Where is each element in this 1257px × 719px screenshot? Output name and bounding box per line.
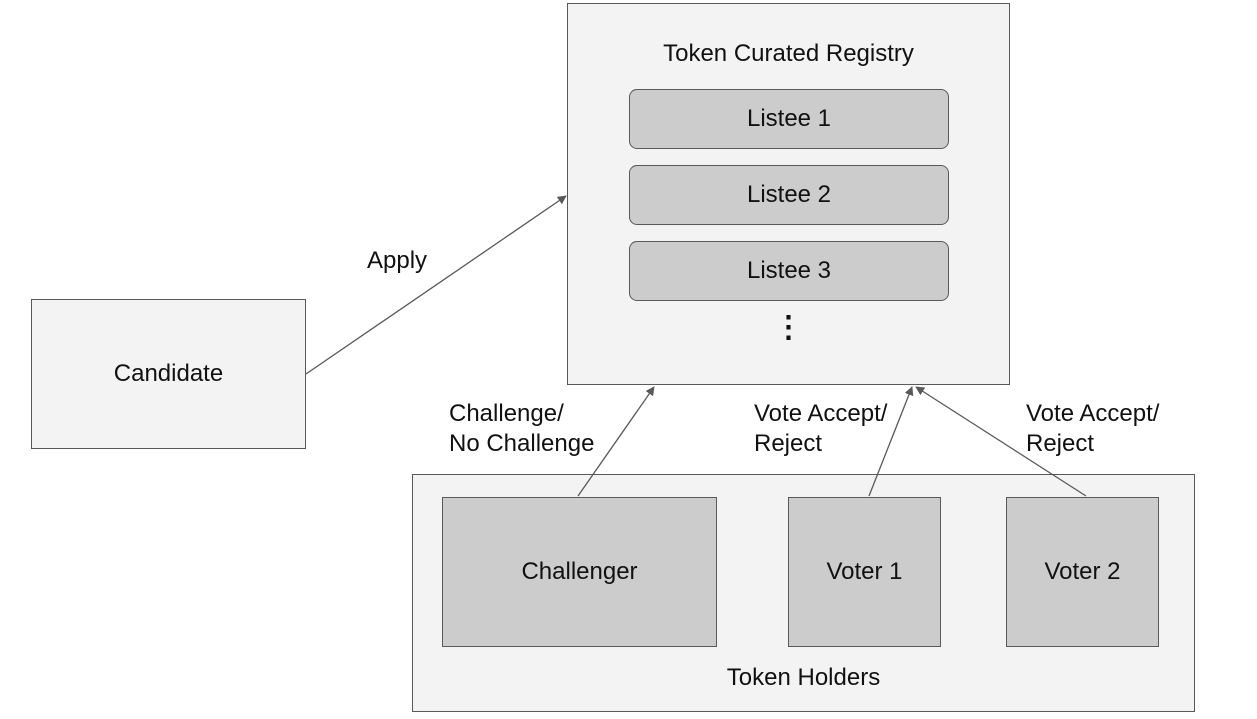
vote-2-label-line-1: Vote Accept/ (1026, 400, 1160, 427)
voter-2-label: Voter 2 (1044, 558, 1121, 585)
vote-2-edge-label: Vote Accept/ Reject (1026, 399, 1159, 459)
voter-2-box: Voter 2 (1006, 497, 1159, 647)
registry-title: Token Curated Registry (663, 40, 914, 67)
listee-3: Listee 3 (629, 241, 949, 301)
vote-1-label-line-2: Reject (754, 430, 823, 457)
challenge-label: Challenge/ No Challenge (449, 399, 594, 459)
challenge-arrow (577, 386, 655, 497)
apply-arrow (305, 195, 567, 375)
token-holders-container: Challenger Voter 1 Voter 2 Token Holders (412, 474, 1195, 712)
listee-ellipsis: ⋮ (773, 311, 804, 344)
listee-1: Listee 1 (629, 89, 949, 149)
candidate-box: Candidate (31, 299, 306, 449)
vote-1-edge-label: Vote Accept/ Reject (754, 399, 887, 459)
challenger-box: Challenger (442, 497, 717, 647)
challenge-label-line-1: Challenge/ (449, 400, 564, 427)
challenger-label: Challenger (521, 558, 638, 585)
vote-2-arrow (915, 386, 1087, 497)
vote-2-label-line-2: Reject (1026, 430, 1095, 457)
listee-2: Listee 2 (629, 165, 949, 225)
voter-1-box: Voter 1 (788, 497, 941, 647)
challenge-label-line-2: No Challenge (449, 430, 595, 457)
vote-1-arrow (868, 386, 914, 497)
apply-label: Apply (367, 247, 428, 274)
vote-1-label-line-1: Vote Accept/ (754, 400, 888, 427)
candidate-label: Candidate (113, 360, 224, 387)
token-holders-title: Token Holders (726, 664, 881, 691)
voter-1-label: Voter 1 (826, 558, 903, 585)
registry-container: Token Curated Registry Listee 1 Listee 2… (567, 3, 1010, 385)
